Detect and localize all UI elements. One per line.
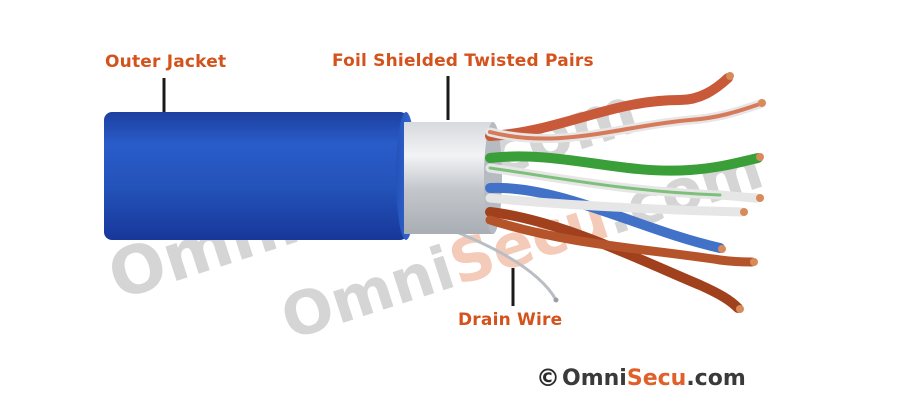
brand-part3: .com	[686, 366, 745, 391]
outer-jacket	[104, 112, 416, 240]
foil-shielded-pairs-label: Foil Shielded Twisted Pairs	[332, 51, 594, 71]
outer-jacket-label: Outer Jacket	[105, 52, 226, 72]
drain-wire-label: Drain Wire	[458, 310, 562, 330]
brand-part1: Omni	[562, 366, 627, 391]
brand-part2: Secu	[627, 366, 686, 391]
copyright-symbol: ©	[536, 364, 560, 392]
